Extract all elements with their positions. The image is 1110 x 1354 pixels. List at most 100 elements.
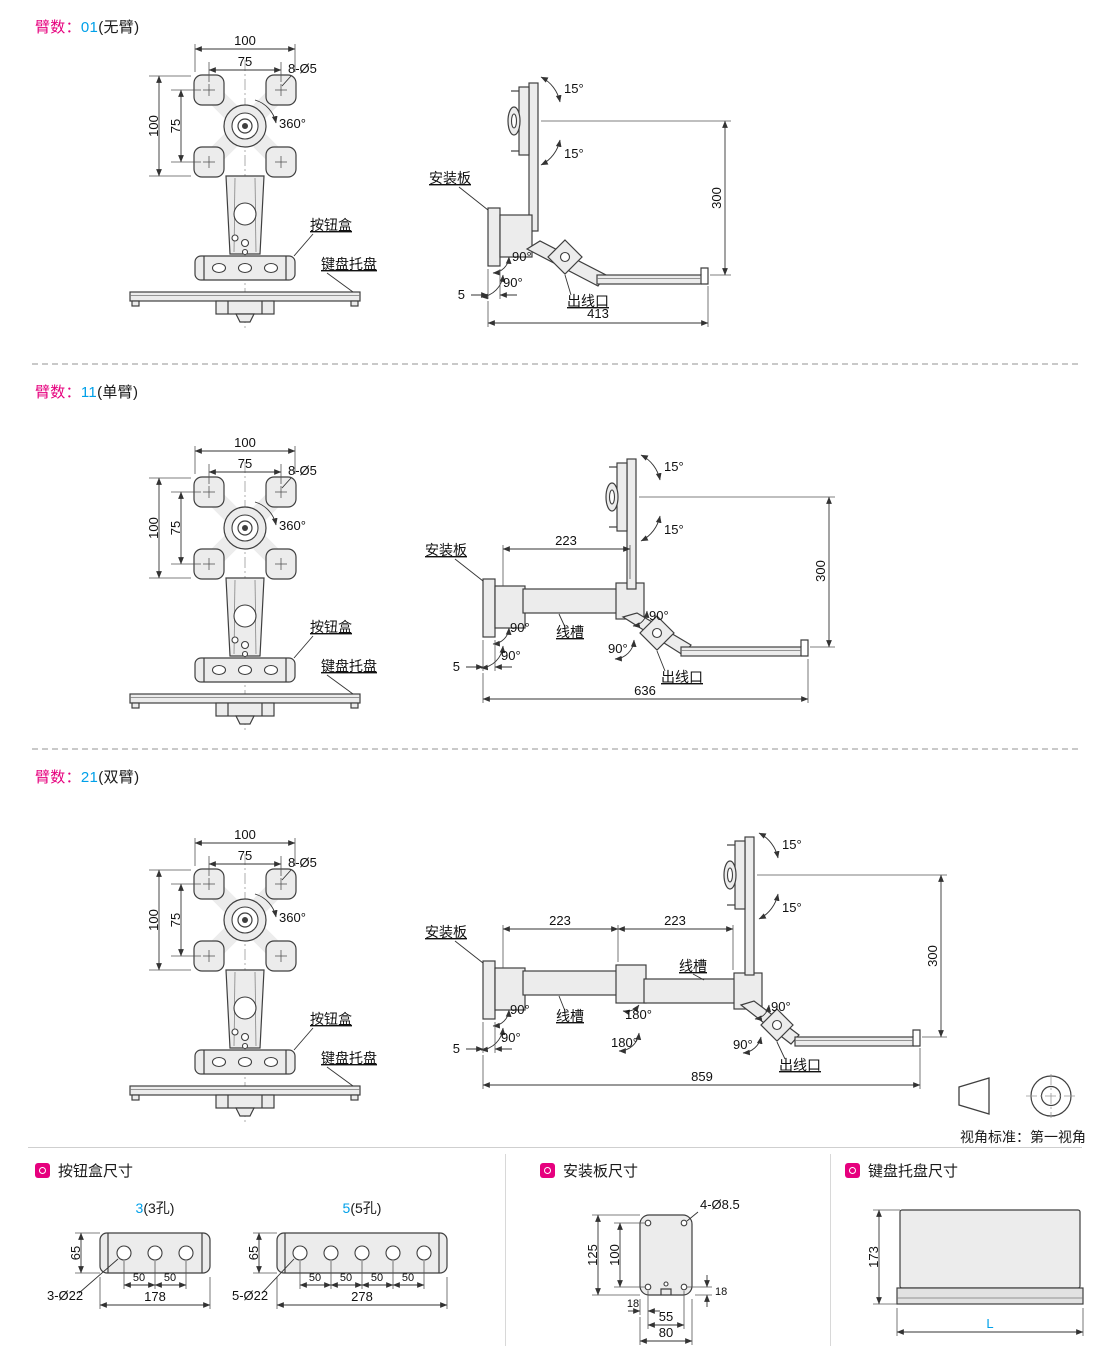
dim-swivel-b: 90° bbox=[503, 275, 523, 290]
dim-height-inner: 75 bbox=[168, 913, 183, 927]
arm-count-code: 21 bbox=[80, 769, 99, 786]
column-divider bbox=[505, 1154, 506, 1346]
dim-pitch: 50 bbox=[164, 1272, 176, 1284]
button-box-3-title: 3(3孔) bbox=[95, 1198, 215, 1218]
dim-elbow-b: 180° bbox=[611, 1035, 638, 1050]
button-box-5-drawing: 65 5-Ø22 50 50 50 50 278 bbox=[232, 1232, 448, 1309]
label-mount-plate: 安装板 bbox=[425, 924, 467, 940]
dim-height-inner: 75 bbox=[168, 521, 183, 535]
view-standard-label: 视角标准：第一视角 bbox=[960, 1129, 1086, 1145]
dim-offset-right: 18 bbox=[715, 1286, 727, 1298]
dim-swivel-a: 90° bbox=[512, 249, 532, 264]
dim-height: 65 bbox=[246, 1246, 261, 1260]
hole-count: 3 bbox=[135, 1200, 144, 1216]
dim-width-inner: 75 bbox=[238, 848, 252, 863]
section-divider bbox=[32, 748, 1078, 750]
arm-count-suffix: (单臂) bbox=[97, 384, 139, 401]
section-title: 臂数：11(单臂) bbox=[35, 381, 138, 402]
dim-height-outer: 100 bbox=[146, 517, 161, 539]
dim-swivel-a: 90° bbox=[510, 620, 530, 635]
arm-count-code: 01 bbox=[80, 19, 99, 36]
label-keyboard-tray: 键盘托盘 bbox=[321, 658, 377, 674]
side-view-01: 15° 15° 安装板 90° 90° 出线口 5 413 300 bbox=[429, 76, 731, 327]
dim-total: 859 bbox=[691, 1069, 713, 1084]
dim-swivel-b: 90° bbox=[501, 648, 521, 663]
hole-count: 5 bbox=[342, 1200, 351, 1216]
dim-tilt-down: 15° bbox=[664, 522, 684, 537]
dim-tilt-up: 15° bbox=[782, 837, 802, 852]
label-mount-plate: 安装板 bbox=[429, 170, 471, 186]
dim-height-outer: 125 bbox=[585, 1244, 600, 1266]
mount-plate-dims-title: 安装板尺寸 bbox=[540, 1160, 638, 1181]
dim-pitch: 50 bbox=[371, 1272, 383, 1284]
dim-swivel-b: 90° bbox=[501, 1030, 521, 1045]
dim-pitch: 55 bbox=[659, 1309, 673, 1324]
dim-arm-a: 223 bbox=[549, 913, 571, 928]
label-mount-plate: 安装板 bbox=[425, 542, 467, 558]
button-box-dims-title: 按钮盒尺寸 bbox=[35, 1160, 133, 1181]
section-arm-01: 臂数：01(无臂) 100 75 8-Ø5 100 75 360° 按钮盒 键盘… bbox=[0, 8, 1110, 363]
hole-suffix: (3孔) bbox=[143, 1200, 175, 1216]
section-title: 臂数：01(无臂) bbox=[35, 16, 139, 37]
label-button-box: 按钮盒 bbox=[310, 619, 352, 635]
title-text: 按钮盒尺寸 bbox=[58, 1163, 134, 1180]
dim-width-outer: 100 bbox=[234, 435, 256, 450]
title-text: 键盘托盘尺寸 bbox=[868, 1163, 959, 1180]
dim-swivel-d: 90° bbox=[608, 641, 628, 656]
arm-count-label: 臂数： bbox=[35, 384, 81, 401]
arm-count-code: 11 bbox=[80, 384, 98, 401]
dim-thickness: 5 bbox=[453, 659, 460, 674]
dim-height-inner: 75 bbox=[168, 119, 183, 133]
dim-total: 636 bbox=[634, 683, 656, 698]
dim-height: 300 bbox=[813, 560, 828, 582]
side-view-21: 15° 15° 安装板 223 223 90° 90° 180° 180° 90… bbox=[425, 832, 947, 1089]
keyboard-tray-dims-title: 键盘托盘尺寸 bbox=[845, 1160, 958, 1181]
dim-swivel-c: 90° bbox=[771, 999, 791, 1014]
label-cable-duct: 线槽 bbox=[556, 624, 584, 640]
section-arm-11: 臂数：11(单臂) 100 75 8-Ø5 100 75 360° 按钮盒 键盘… bbox=[0, 373, 1110, 748]
section-badge-icon bbox=[540, 1163, 555, 1178]
dim-height: 65 bbox=[68, 1246, 83, 1260]
dim-height: 300 bbox=[709, 187, 724, 209]
bottom-divider bbox=[28, 1147, 1082, 1148]
dim-holes: 8-Ø5 bbox=[288, 855, 317, 870]
keyboard-tray-drawing: 173 L bbox=[866, 1209, 1084, 1336]
dim-swivel-c: 90° bbox=[649, 608, 669, 623]
dim-pitch: 50 bbox=[402, 1272, 414, 1284]
section-badge-icon bbox=[845, 1163, 860, 1178]
dim-thickness: 5 bbox=[453, 1041, 460, 1056]
dim-rotation: 360° bbox=[279, 910, 306, 925]
dim-height-inner: 100 bbox=[607, 1244, 622, 1266]
dim-pitch: 50 bbox=[340, 1272, 352, 1284]
arm-count-label: 臂数： bbox=[35, 19, 81, 36]
dim-width-inner: 75 bbox=[238, 54, 252, 69]
dim-pitch: 50 bbox=[133, 1272, 145, 1284]
arm-count-label: 臂数： bbox=[35, 769, 81, 786]
button-box-5-title: 5(5孔) bbox=[302, 1198, 422, 1218]
label-outlet: 出线口 bbox=[567, 293, 609, 309]
dim-tilt-down: 15° bbox=[564, 146, 584, 161]
label-cable-duct-a: 线槽 bbox=[556, 1008, 584, 1024]
dim-rotation: 360° bbox=[279, 116, 306, 131]
button-box-3-drawing: 65 3-Ø22 50 50 178 bbox=[47, 1232, 211, 1309]
dim-offset-left: 18 bbox=[627, 1298, 639, 1310]
label-button-box: 按钮盒 bbox=[310, 1011, 352, 1027]
column-divider bbox=[830, 1154, 831, 1346]
dim-width-inner: 75 bbox=[238, 456, 252, 471]
dim-holes: 4-Ø8.5 bbox=[700, 1197, 740, 1212]
dim-width-outer: 100 bbox=[234, 827, 256, 842]
section-title: 臂数：21(双臂) bbox=[35, 766, 139, 787]
hole-suffix: (5孔) bbox=[350, 1200, 382, 1216]
dim-thickness: 5 bbox=[458, 287, 465, 302]
label-keyboard-tray: 键盘托盘 bbox=[321, 256, 377, 272]
dim-length: 178 bbox=[144, 1289, 166, 1304]
front-view-01: 100 75 8-Ø5 100 75 360° 按钮盒 键盘托盘 bbox=[95, 33, 377, 338]
label-keyboard-tray: 键盘托盘 bbox=[321, 1050, 377, 1066]
dim-width: 80 bbox=[659, 1325, 673, 1340]
label-cable-duct-b: 线槽 bbox=[679, 958, 707, 974]
dim-total: 413 bbox=[587, 306, 609, 321]
dim-tilt-up: 15° bbox=[564, 81, 584, 96]
title-text: 安装板尺寸 bbox=[563, 1163, 639, 1180]
dim-holes: 5-Ø22 bbox=[232, 1288, 268, 1303]
